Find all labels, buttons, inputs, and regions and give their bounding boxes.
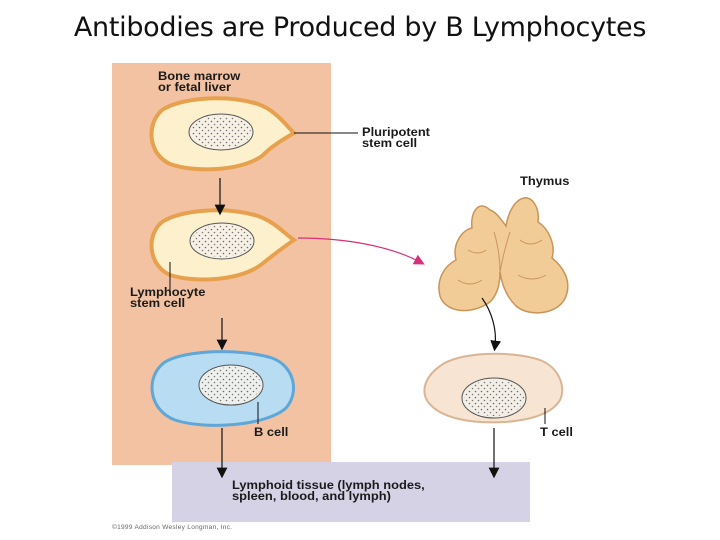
lymphocyte-stem-cell (149, 208, 298, 282)
copyright-notice: ©1999 Addison Wesley Longman, Inc. (112, 524, 233, 531)
b-cell (150, 350, 295, 427)
label-thymus: Thymus (520, 176, 570, 188)
arrow-t-cell-migration-to-thymus (297, 237, 425, 265)
slide-title: Antibodies are Produced by B Lymphocytes (73, 12, 647, 43)
label-lymphoid-tissue: Lymphoid tissue (lymph nodes,spleen, blo… (232, 480, 425, 503)
lymphoid-tissue-band (172, 462, 530, 522)
t-cell (423, 352, 564, 424)
label-t-cell: T cell (540, 427, 573, 439)
thymus (438, 197, 569, 314)
arrow-thymus-to-t-cell (481, 297, 502, 352)
label-b-cell: B cell (254, 427, 289, 439)
pluripotent-stem-cell (149, 96, 298, 172)
